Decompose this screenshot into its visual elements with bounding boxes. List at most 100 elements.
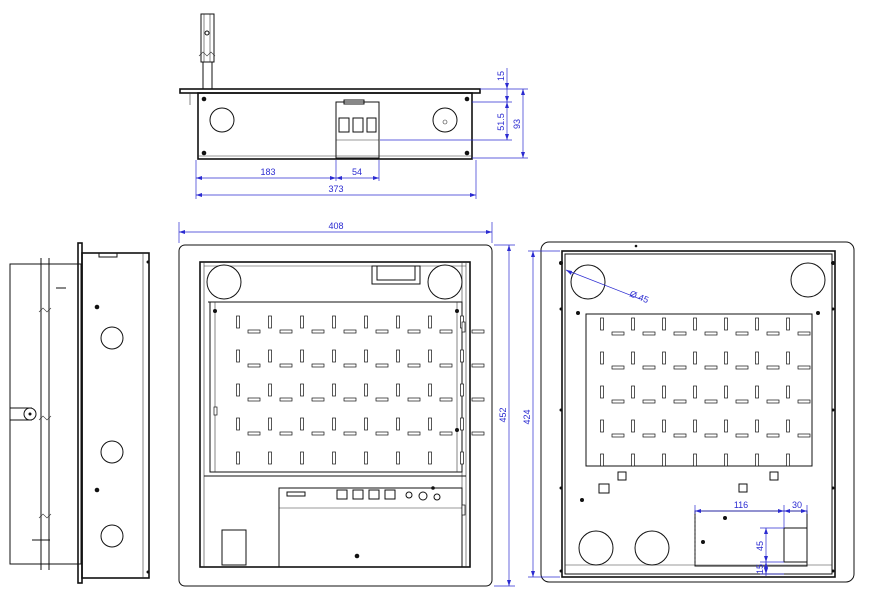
vent-slot — [439, 329, 453, 334]
vent-slot — [724, 385, 728, 399]
vent-slot — [786, 419, 790, 433]
dim-373: 373 — [328, 184, 343, 194]
vent-slot — [300, 383, 304, 397]
vent-slot — [396, 451, 400, 465]
vent-slot — [236, 451, 240, 465]
vent-slot — [704, 399, 718, 404]
vent-slot — [704, 433, 718, 438]
vent-slot — [631, 453, 635, 467]
vent-slot — [642, 365, 656, 370]
dim-diameter-45: Ø 45 — [628, 289, 650, 306]
vent-slot — [693, 351, 697, 365]
vent-slot — [766, 365, 780, 370]
vent-slot — [693, 419, 697, 433]
front-frame — [178, 244, 493, 587]
vent-slot — [236, 349, 240, 363]
dim-116: 116 — [734, 500, 748, 510]
vent-slot — [662, 385, 666, 399]
vent-slot — [786, 351, 790, 365]
perforated-plate — [209, 301, 463, 473]
vent-slot — [279, 431, 293, 436]
vent-slot — [407, 363, 421, 368]
vent-slot — [460, 383, 464, 397]
vent-slot — [766, 433, 780, 438]
vent-slot — [364, 349, 368, 363]
rear-view: Ø 45 424 116 30 45 15 — [522, 241, 855, 583]
vent-slot — [343, 397, 357, 402]
vent-slot — [735, 399, 749, 404]
vent-slot — [724, 419, 728, 433]
vent-slot — [247, 363, 261, 368]
equipment-panel — [278, 487, 463, 568]
vent-slot — [332, 417, 336, 431]
front-view: 408 452 — [178, 221, 515, 587]
side-view — [9, 242, 150, 584]
vent-slot — [704, 365, 718, 370]
vent-slot — [755, 317, 759, 331]
dim-30: 30 — [792, 500, 802, 510]
socket-block — [335, 101, 380, 159]
vent-slot — [755, 453, 759, 467]
vent-slot — [279, 363, 293, 368]
vent-slot — [364, 417, 368, 431]
vent-slot — [300, 417, 304, 431]
vent-slot — [693, 317, 697, 331]
mast — [200, 13, 215, 63]
vent-slot — [247, 329, 261, 334]
vent-slot — [735, 433, 749, 438]
vent-slot — [279, 329, 293, 334]
vent-slot — [364, 383, 368, 397]
vent-slot — [396, 417, 400, 431]
vent-slot — [735, 365, 749, 370]
vent-slot — [311, 363, 325, 368]
vent-slot — [311, 329, 325, 334]
vent-slot — [642, 399, 656, 404]
vent-slot — [797, 433, 811, 438]
dim-408: 408 — [328, 221, 343, 231]
vent-slot — [642, 433, 656, 438]
vent-slot — [247, 397, 261, 402]
vent-slot — [673, 399, 687, 404]
vent-slot — [766, 399, 780, 404]
vent-slot — [797, 365, 811, 370]
vent-slot — [786, 317, 790, 331]
front-inner — [199, 261, 471, 568]
vent-slot — [300, 451, 304, 465]
vent-slot — [375, 363, 389, 368]
vent-slot — [673, 331, 687, 336]
vent-slot — [471, 431, 485, 436]
vent-slot — [236, 315, 240, 329]
knockout-hole — [570, 264, 606, 300]
vent-slot — [611, 331, 625, 336]
vent-slot — [460, 451, 464, 465]
vent-slot — [662, 453, 666, 467]
vent-slot — [396, 349, 400, 363]
vent-slot — [735, 331, 749, 336]
vent-slot — [268, 349, 272, 363]
dim-183: 183 — [260, 167, 275, 177]
vent-slot — [797, 331, 811, 336]
rear-slot-grid — [600, 317, 811, 467]
vent-slot — [268, 451, 272, 465]
vent-slot — [247, 431, 261, 436]
vent-slot — [439, 363, 453, 368]
vent-slot — [786, 453, 790, 467]
dim-54: 54 — [352, 167, 362, 177]
vent-slot — [364, 451, 368, 465]
vent-slot — [396, 383, 400, 397]
box-body — [197, 92, 473, 160]
vent-slot — [407, 329, 421, 334]
vent-slot — [332, 349, 336, 363]
vent-slot — [600, 419, 604, 433]
rear-frame — [540, 241, 855, 583]
front-slot-grid — [236, 315, 485, 465]
vent-slot — [693, 453, 697, 467]
vent-slot — [471, 363, 485, 368]
vent-slot — [611, 365, 625, 370]
vent-slot — [642, 331, 656, 336]
vent-slot — [631, 351, 635, 365]
dim-15-bottom: 15 — [755, 564, 765, 574]
vent-slot — [332, 315, 336, 329]
vent-slot — [755, 351, 759, 365]
vent-slot — [236, 417, 240, 431]
